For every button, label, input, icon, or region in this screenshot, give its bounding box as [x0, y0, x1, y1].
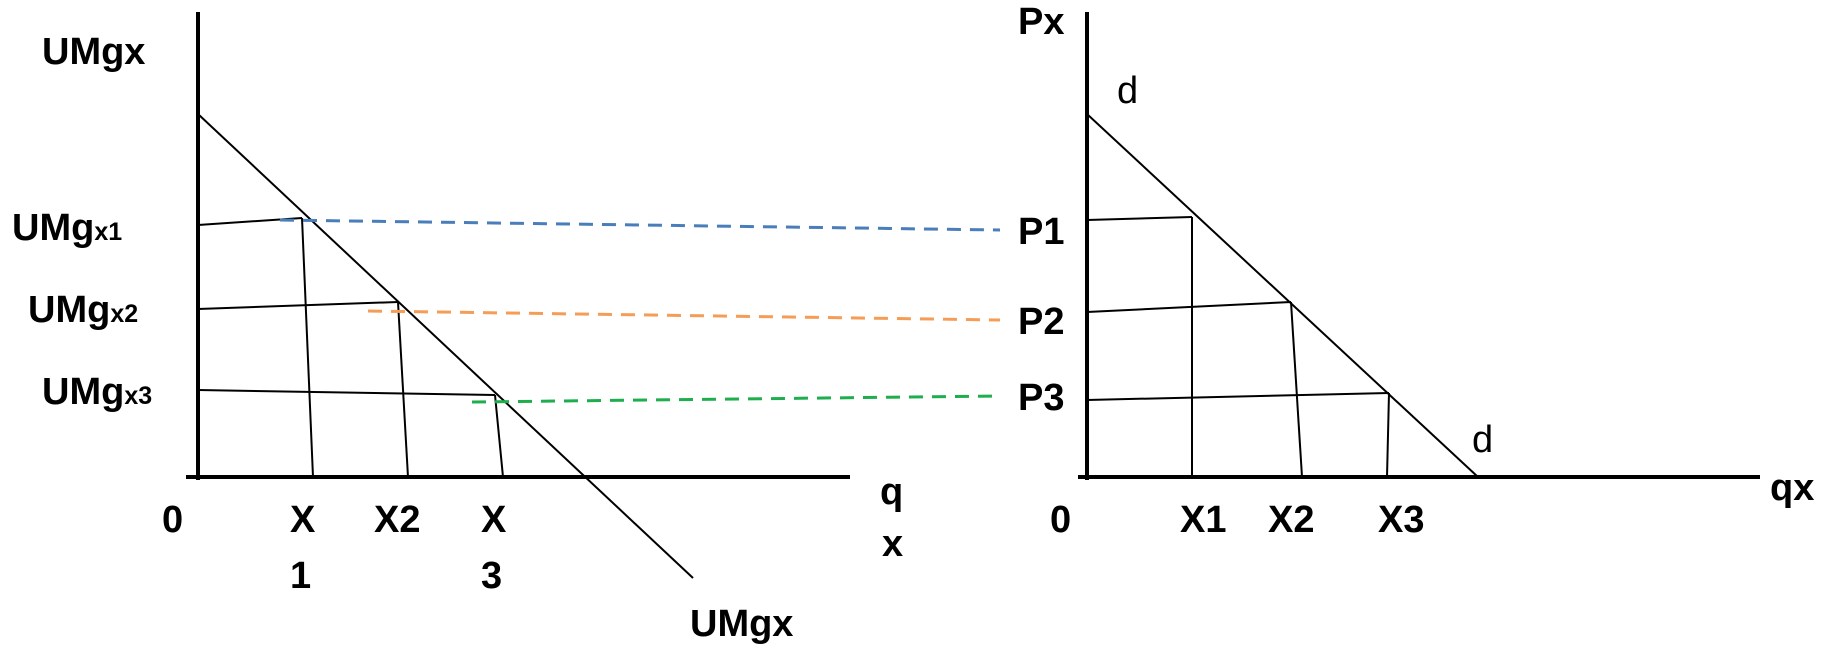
left-guide-v-x3	[494, 394, 504, 478]
left-x1-label-line1: X	[290, 499, 316, 541]
left-y-axis-label: UMgx	[42, 31, 145, 73]
connector-umgx1-p1	[279, 218, 1001, 232]
marginal-utility-curve-label: UMgx	[690, 603, 793, 645]
left-x3-label-line2: 3	[481, 555, 502, 597]
connector-umgx2-p2	[367, 309, 1001, 322]
right-guide-h-p1	[1086, 216, 1193, 221]
right-x1-label: X1	[1180, 499, 1226, 541]
connector-umgx3-p3	[471, 394, 1001, 404]
umgx3-label: UMgx3	[42, 371, 152, 413]
left-x3-label-line1: X	[481, 499, 507, 541]
connectors	[279, 218, 1001, 404]
p1-label: P1	[1018, 211, 1064, 253]
right-guide-h-p3	[1086, 392, 1390, 401]
left-guide-v-x2	[397, 301, 409, 478]
right-diagram: Px d d P1 P2 P3 0 X1 X2 X3 qx	[1018, 1, 1814, 541]
demand-label-bottom: d	[1472, 419, 1493, 461]
right-guide-h-p2	[1086, 301, 1292, 313]
umgx2-label: UMgx2	[28, 289, 138, 331]
left-guide-h-umgx2	[197, 301, 399, 310]
p3-label: P3	[1018, 377, 1064, 419]
right-y-axis-label: Px	[1018, 1, 1064, 43]
left-origin-label: 0	[162, 499, 183, 541]
marginal-utility-curve	[197, 113, 694, 579]
demand-label-top: d	[1117, 70, 1138, 112]
demand-curve	[1086, 113, 1479, 478]
right-x2-label: X2	[1268, 499, 1314, 541]
left-diagram: UMgx UMgx1 UMgx2 UMgx3 0 X 1 X2 X 3 q x …	[12, 12, 903, 645]
right-origin-label: 0	[1050, 499, 1071, 541]
umgx1-label: UMgx1	[12, 207, 122, 249]
right-x3-label: X3	[1378, 499, 1424, 541]
left-x-axis-label-line1: q	[880, 471, 903, 513]
left-guide-v-x1	[301, 217, 314, 478]
left-guide-h-umgx3	[197, 389, 496, 396]
right-x-axis-label: qx	[1770, 467, 1814, 509]
left-x2-label: X2	[374, 499, 420, 541]
left-x1-label-line2: 1	[290, 555, 311, 597]
left-x-axis-label-line2: x	[882, 523, 903, 565]
right-guide-v-x2	[1290, 301, 1303, 478]
p2-label: P2	[1018, 301, 1064, 343]
right-guide-v-x3	[1386, 392, 1390, 478]
